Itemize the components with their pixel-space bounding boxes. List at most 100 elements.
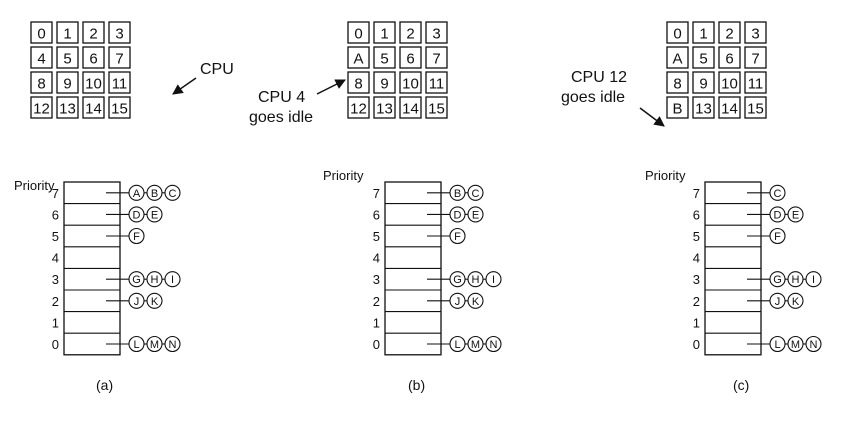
cpu-cell: 3 xyxy=(108,21,131,44)
cpu-cell: A xyxy=(347,46,370,69)
process-label: D xyxy=(774,209,782,221)
cpu-cell: 12 xyxy=(347,96,370,119)
process-label: C xyxy=(774,188,782,200)
process-label: A xyxy=(133,188,141,200)
cpu-cell-label: 5 xyxy=(380,51,388,68)
process-label: L xyxy=(133,339,139,351)
cpu-cell-label: 2 xyxy=(89,26,97,43)
priority-level-label: 2 xyxy=(693,294,700,309)
cpu-cell-label: 15 xyxy=(111,101,128,118)
process-node xyxy=(769,184,786,201)
process-label: N xyxy=(490,339,498,351)
cpu-cell-label: 15 xyxy=(428,101,445,118)
caption-c: (c) xyxy=(733,377,749,393)
process-node xyxy=(164,271,181,288)
priority-level-label: 6 xyxy=(52,207,59,222)
cpu-cell: 13 xyxy=(692,96,715,119)
process-label: J xyxy=(775,296,781,308)
process-label: H xyxy=(792,274,800,286)
cpu-cell: 8 xyxy=(30,71,53,94)
cpu-cell-label: 8 xyxy=(354,76,362,93)
cpu-cell-label: 14 xyxy=(721,101,738,118)
priority-level-label: 6 xyxy=(693,207,700,222)
process-label: M xyxy=(471,339,480,351)
process-label: B xyxy=(151,188,158,200)
process-node xyxy=(164,184,181,201)
cpu-cell-label: 8 xyxy=(673,76,681,93)
cpu-cell-label: 7 xyxy=(432,51,440,68)
cpu-cell: 0 xyxy=(347,21,370,44)
cpu-cell: 12 xyxy=(30,96,53,119)
priority-label-a: Priority xyxy=(14,178,55,193)
annotation-a-line-0: CPU xyxy=(200,61,234,78)
cpu-cell: 3 xyxy=(425,21,448,44)
process-node xyxy=(805,271,822,288)
cpu-cell-label: 5 xyxy=(63,51,71,68)
priority-level-label: 4 xyxy=(52,251,59,266)
priority-level-label: 0 xyxy=(52,337,59,352)
cpu-cell: A xyxy=(666,46,689,69)
cpu-cell: 8 xyxy=(347,71,370,94)
process-node xyxy=(128,227,145,245)
cpu-cell: 11 xyxy=(425,71,448,94)
caption-b: (b) xyxy=(408,377,425,393)
annotation-c-line-0: CPU 12 xyxy=(571,69,627,86)
cpu-cell: 9 xyxy=(373,71,396,94)
cpu-cell: 6 xyxy=(399,46,422,69)
process-node xyxy=(146,292,163,309)
priority-label-b: Priority xyxy=(323,168,364,183)
cpu-cell-label: A xyxy=(353,51,363,68)
process-label: C xyxy=(472,188,480,200)
cpu-cell-label: 0 xyxy=(354,26,362,43)
cpu-cell-label: 6 xyxy=(89,51,97,68)
cpu-cell-label: 10 xyxy=(721,76,738,93)
process-label: E xyxy=(151,209,158,221)
cpu-cell: 1 xyxy=(692,21,715,44)
cpu-cell: 15 xyxy=(108,96,131,119)
cpu-cell: 1 xyxy=(373,21,396,44)
cpu-cell-label: 7 xyxy=(115,51,123,68)
cpu-cell: 5 xyxy=(692,46,715,69)
cpu-cell-label: 6 xyxy=(725,51,733,68)
priority-level-label: 4 xyxy=(373,251,380,266)
process-label: J xyxy=(134,296,140,308)
cpu-cell: 14 xyxy=(399,96,422,119)
cpu-cell-label: 9 xyxy=(380,76,388,93)
process-label: J xyxy=(455,296,461,308)
cpu-cell: 9 xyxy=(56,71,79,94)
cpu-cell-label: 14 xyxy=(402,101,419,118)
annotation-b-line-1: goes idle xyxy=(249,109,313,126)
annotation-c-line-1: goes idle xyxy=(561,89,625,106)
process-label: L xyxy=(454,339,460,351)
cpu-cell-label: 8 xyxy=(37,76,45,93)
process-label: G xyxy=(453,274,462,286)
priority-level-label: 4 xyxy=(693,251,700,266)
cpu-cell: 5 xyxy=(56,46,79,69)
process-node xyxy=(146,206,163,223)
priority-level-label: 3 xyxy=(693,272,700,287)
cpu-cell-label: 13 xyxy=(695,101,712,118)
process-label: N xyxy=(810,339,818,351)
cpu-cell: 10 xyxy=(718,71,741,94)
cpu-cell-label: 3 xyxy=(432,26,440,43)
priority-level-label: 5 xyxy=(52,229,59,244)
cpu-cell: 10 xyxy=(82,71,105,94)
cpu-cell: 7 xyxy=(108,46,131,69)
cpu-cell-label: 0 xyxy=(673,26,681,43)
process-label: H xyxy=(151,274,159,286)
cpu-cell: 2 xyxy=(399,21,422,44)
cpu-cell: 14 xyxy=(82,96,105,119)
annotation-b-line-0: CPU 4 xyxy=(258,89,305,106)
cpu-cell-label: 12 xyxy=(33,101,50,118)
priority-level-label: 5 xyxy=(693,229,700,244)
process-node xyxy=(467,292,484,309)
priority-level-label: 5 xyxy=(373,229,380,244)
priority-level-label: 2 xyxy=(373,294,380,309)
